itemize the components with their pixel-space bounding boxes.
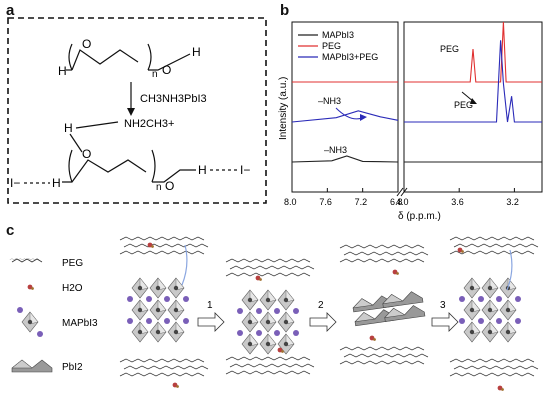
- step-1-label: 1: [207, 300, 213, 311]
- x-tick-label-6: 3.2: [506, 197, 519, 207]
- perovskite-octahedron-icon: [21, 311, 39, 333]
- panel-c-letter: c: [6, 222, 15, 239]
- panel-a-letter: a: [6, 2, 15, 19]
- bottom-h-top: H: [64, 121, 73, 135]
- series-line-peg-1: [404, 21, 542, 83]
- nmr-frame-left: [291, 21, 399, 193]
- legend-pbi2-label: PbI2: [62, 362, 83, 373]
- x-tick-label-1: 7.6: [319, 197, 332, 207]
- x-tick-label-5: 3.6: [451, 197, 464, 207]
- annot-peg-arrow: PEG: [454, 100, 473, 110]
- nmr-xlabel: δ (p.p.m.): [398, 211, 441, 222]
- bottom-h-right: H: [198, 163, 207, 177]
- bottom-o-right: O: [165, 179, 174, 193]
- bottom-i-right: I−: [240, 163, 250, 177]
- axis-break-mark: [396, 187, 404, 197]
- annot-nh3-mid: –NH3: [318, 96, 341, 106]
- stage-initial: [120, 237, 208, 388]
- annot-peg-peak: PEG: [440, 44, 459, 54]
- top-h-left: H: [58, 64, 67, 78]
- top-n: n: [152, 69, 158, 80]
- step-2-label: 2: [318, 300, 324, 311]
- bottom-o-left: O: [82, 147, 91, 161]
- top-o-ring: O: [82, 37, 91, 51]
- x-tick-label-2: 7.2: [355, 197, 368, 207]
- nmr-ylabel: Intensity (a.u.): [278, 77, 289, 140]
- bottom-nh: NH2CH3+: [124, 118, 174, 130]
- legend-mapbi3: MAPbI3: [322, 30, 354, 40]
- panel-a-dashed-box: [7, 17, 267, 204]
- step-3-label: 3: [440, 300, 446, 311]
- series-line-mapbi3-peg-0: [291, 110, 399, 123]
- water-molecule-icon: [27, 284, 34, 290]
- legend-peg: PEG: [322, 41, 341, 51]
- stage-decomposed: [340, 245, 428, 364]
- stage-hydrated: [226, 259, 314, 374]
- legend-peg-label: PEG: [62, 258, 83, 269]
- panel-b-letter: b: [280, 2, 290, 19]
- legend-h2o-label: H2O: [62, 283, 83, 294]
- x-tick-label-3: 6.8: [390, 197, 403, 207]
- x-tick-label-4: 4.0: [396, 197, 409, 207]
- top-o-right: O: [162, 63, 171, 77]
- bottom-n: n: [156, 182, 162, 193]
- peg-chain-icon: [9, 258, 40, 260]
- step-arrow-1: 1: [197, 300, 225, 332]
- legend-mapbi3-label: MAPbI3: [62, 318, 98, 329]
- x-tick-label-0: 8.0: [284, 197, 297, 207]
- series-line-mapbi3-0: [291, 155, 399, 163]
- top-h-right: H: [192, 45, 201, 59]
- step-arrow-2: 2: [309, 300, 337, 332]
- reagent-label: CH3NH3PbI3: [140, 93, 207, 105]
- nmr-frame-right: [403, 21, 543, 193]
- bottom-h-left: H: [52, 176, 61, 190]
- annot-nh3-low: –NH3: [324, 145, 347, 155]
- legend-mapbi3-peg: MAPbI3+PEG: [322, 52, 378, 62]
- nmr-legend: MAPbI3 PEG MAPbI3+PEG: [298, 30, 378, 62]
- step-arrow-3: 3: [431, 300, 459, 332]
- series-line-mapbi3-peg-1: [404, 40, 542, 123]
- bottom-i-left: I−: [10, 176, 20, 190]
- panel-c-legend: PEG H2O MAPbI3 PbI2: [9, 258, 98, 373]
- peg-chain-icon: [11, 258, 43, 263]
- pbi2-layer-icon: [11, 359, 53, 373]
- stage-recovered: [450, 237, 538, 391]
